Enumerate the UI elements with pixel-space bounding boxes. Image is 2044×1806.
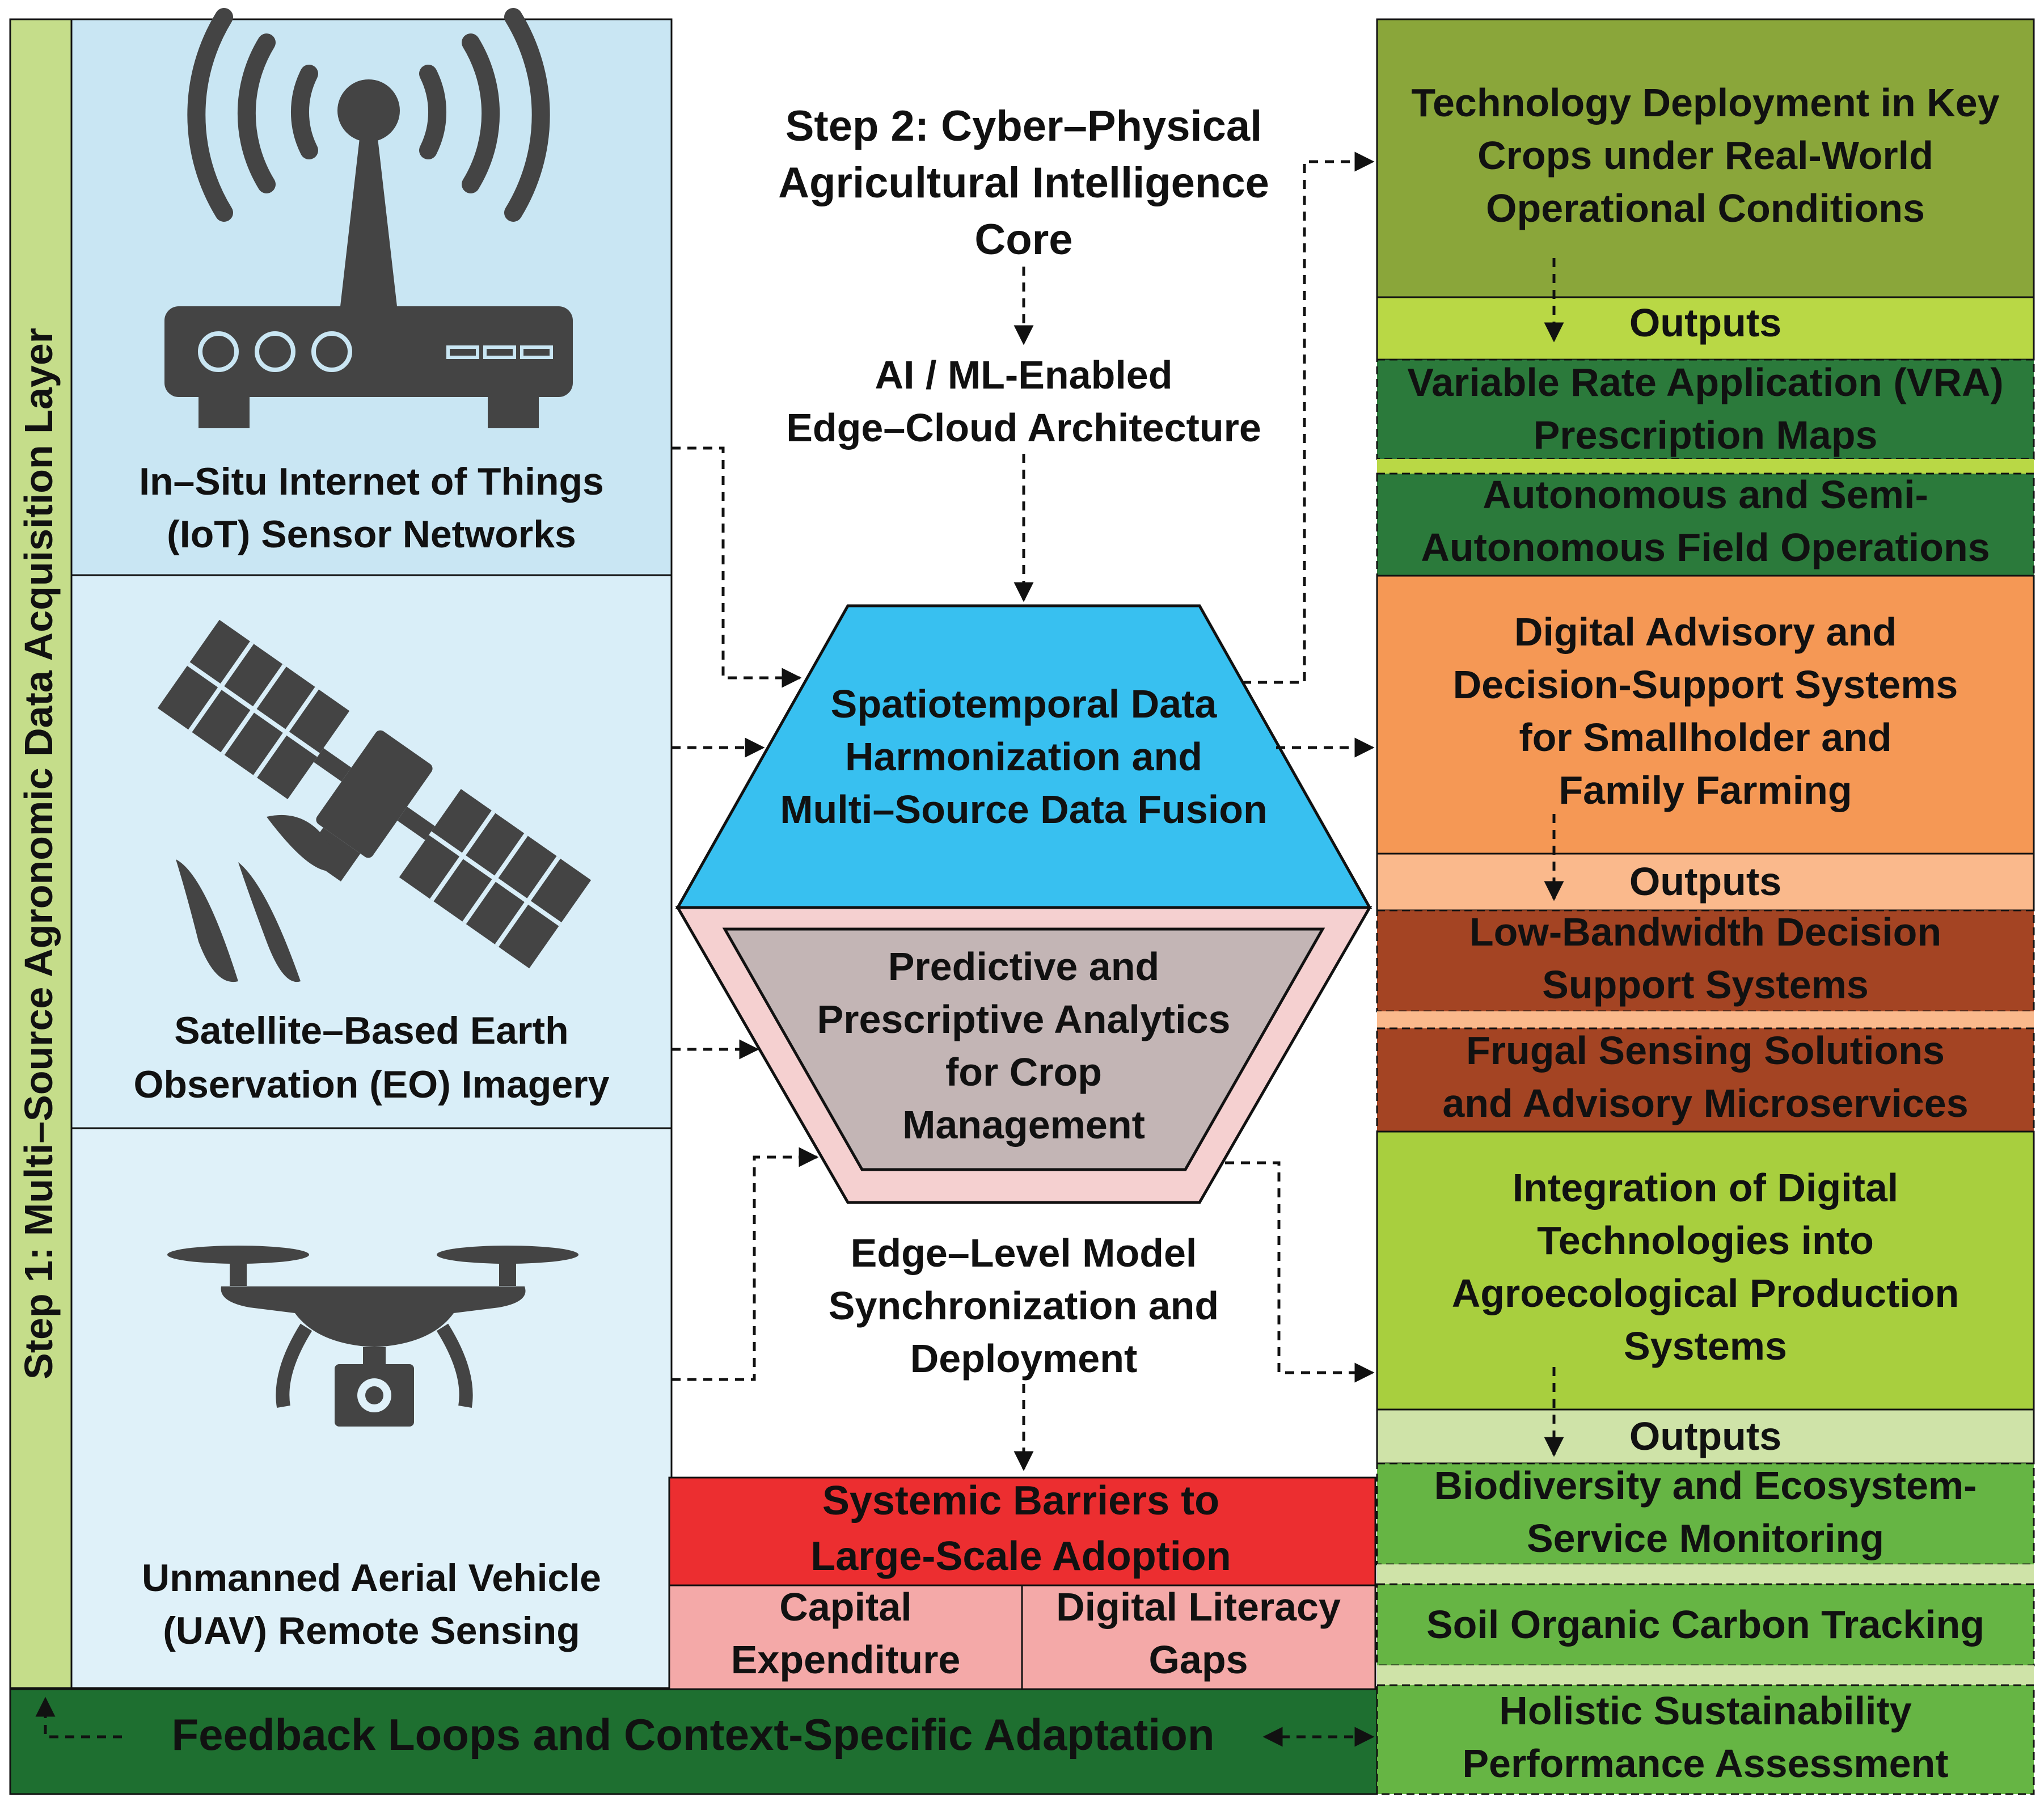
vra-box — [1376, 358, 2035, 460]
barriers-title-line1: Systemic Barriers to — [822, 1478, 1219, 1524]
soil-label: Soil Organic Carbon Tracking — [1426, 1602, 1984, 1647]
arch-line1: AI / ML-Enabled — [875, 353, 1173, 397]
outputs-a-label: Outputs — [1629, 301, 1781, 345]
iot-label-line1: In–Situ Internet of Things — [139, 460, 604, 503]
step1-bar — [9, 18, 73, 1689]
fusion-line1: Spatiotemporal Data — [831, 682, 1218, 726]
core-title-line1: Step 2: Cyber–Physical — [785, 102, 1262, 150]
barrier-capex-line1: Capital — [779, 1585, 911, 1629]
holistic-box — [1376, 1684, 2035, 1795]
feedback-label: Feedback Loops and Context-Specific Adap… — [172, 1710, 1215, 1759]
barriers-title-line2: Large-Scale Adoption — [810, 1534, 1231, 1579]
holistic-line1: Holistic Sustainability — [1499, 1689, 1911, 1733]
frugal-line2: and Advisory Microservices — [1442, 1081, 1968, 1125]
arrow-iot-to-fusion — [672, 446, 802, 688]
outputs-a-band — [1376, 296, 2035, 361]
advisory-line2: Decision-Support Systems — [1453, 663, 1958, 707]
step1-label: Step 1: Multi–Source Agronomic Data Acqu… — [16, 328, 61, 1379]
deploy-line3: Operational Conditions — [1486, 186, 1925, 230]
predictive-line1: Predictive and — [888, 944, 1160, 989]
advisory-line1: Digital Advisory and — [1514, 610, 1897, 654]
outputs-b-label: Outputs — [1629, 859, 1781, 904]
barrier-capex-line2: Expenditure — [731, 1638, 961, 1682]
integration-line1: Integration of Digital — [1513, 1166, 1899, 1210]
fusion-line3: Multi–Source Data Fusion — [780, 787, 1268, 832]
predictive-line2: Prescriptive Analytics — [817, 997, 1231, 1041]
predictive-line4: Management — [902, 1103, 1145, 1147]
biodiversity-line1: Biodiversity and Ecosystem- — [1434, 1463, 1977, 1508]
arch-line2: Edge–Cloud Architecture — [786, 406, 1261, 450]
autonomous-line1: Autonomous and Semi- — [1483, 472, 1928, 517]
barriers-header — [668, 1476, 1376, 1586]
advisory-line3: for Smallholder and — [1519, 715, 1891, 759]
integration-box — [1376, 1130, 2035, 1411]
integration-line3: Agroecological Production — [1452, 1271, 1959, 1315]
integration-line4: Systems — [1624, 1324, 1787, 1368]
vra-line1: Variable Rate Application (VRA) — [1407, 360, 2004, 404]
frugal-line1: Frugal Sensing Solutions — [1466, 1028, 1945, 1073]
wifi-waves-icon — [187, 8, 550, 222]
biodiversity-gap — [1377, 1564, 2034, 1584]
predictive-inner — [722, 927, 1325, 1171]
edge-line2: Synchronization and — [829, 1284, 1219, 1328]
deploy-box — [1376, 18, 2035, 298]
arrow-predictive-to-integration — [1225, 1161, 1375, 1383]
barrier-literacy-cell — [1021, 1584, 1376, 1691]
drone-icon — [167, 1246, 578, 1427]
frugal-box — [1376, 1027, 2035, 1133]
satellite-label-line2: Observation (EO) Imagery — [134, 1063, 610, 1106]
vra-gap — [1377, 459, 2034, 474]
autonomous-line2: Autonomous Field Operations — [1421, 525, 1990, 569]
uav-label-line2: (UAV) Remote Sensing — [163, 1609, 580, 1652]
core-title-line2: Agricultural Intelligence — [778, 159, 1269, 207]
lowbw-line2: Support Systems — [1542, 963, 1869, 1007]
satellite-label-line1: Satellite–Based Earth — [174, 1009, 568, 1052]
biodiversity-line2: Service Monitoring — [1527, 1516, 1884, 1560]
fusion-line2: Harmonization and — [845, 735, 1202, 779]
soil-gap — [1377, 1665, 2034, 1685]
lowbw-line1: Low-Bandwidth Decision — [1469, 910, 1941, 954]
advisory-line4: Family Farming — [1559, 768, 1852, 812]
biodiversity-box — [1376, 1462, 2035, 1566]
integration-line2: Technologies into — [1537, 1218, 1874, 1263]
barrier-capex-cell — [668, 1584, 1023, 1691]
uav-label-line1: Unmanned Aerial Vehicle — [142, 1556, 601, 1600]
vra-line2: Prescription Maps — [1534, 413, 1878, 457]
router-antenna-icon — [164, 79, 573, 428]
lowbw-gap — [1377, 1011, 2034, 1028]
feedback-bar — [9, 1688, 1378, 1795]
arrow-fusion-to-deploy — [1242, 151, 1375, 684]
predictive-line3: for Crop — [945, 1050, 1102, 1094]
holistic-line2: Performance Assessment — [1462, 1741, 1948, 1786]
outputs-c-band — [1376, 1408, 2035, 1465]
barrier-literacy-line1: Digital Literacy — [1056, 1585, 1341, 1629]
satellite-icon — [157, 619, 592, 982]
edge-line1: Edge–Level Model — [851, 1231, 1197, 1275]
iot-label-line2: (IoT) Sensor Networks — [167, 513, 576, 556]
edge-line3: Deployment — [910, 1336, 1138, 1381]
autonomous-box — [1376, 472, 2035, 577]
barrier-literacy-line2: Gaps — [1148, 1638, 1248, 1682]
arrow-feedback-to-step1 — [35, 1697, 122, 1739]
outputs-b-band — [1376, 853, 2035, 912]
deploy-line2: Crops under Real-World — [1477, 133, 1933, 178]
outputs-c-label: Outputs — [1629, 1414, 1781, 1458]
deploy-line1: Technology Deployment in Key — [1411, 81, 1999, 125]
core-title-line3: Core — [974, 216, 1072, 264]
arrow-uav-to-predictive — [672, 1147, 819, 1381]
